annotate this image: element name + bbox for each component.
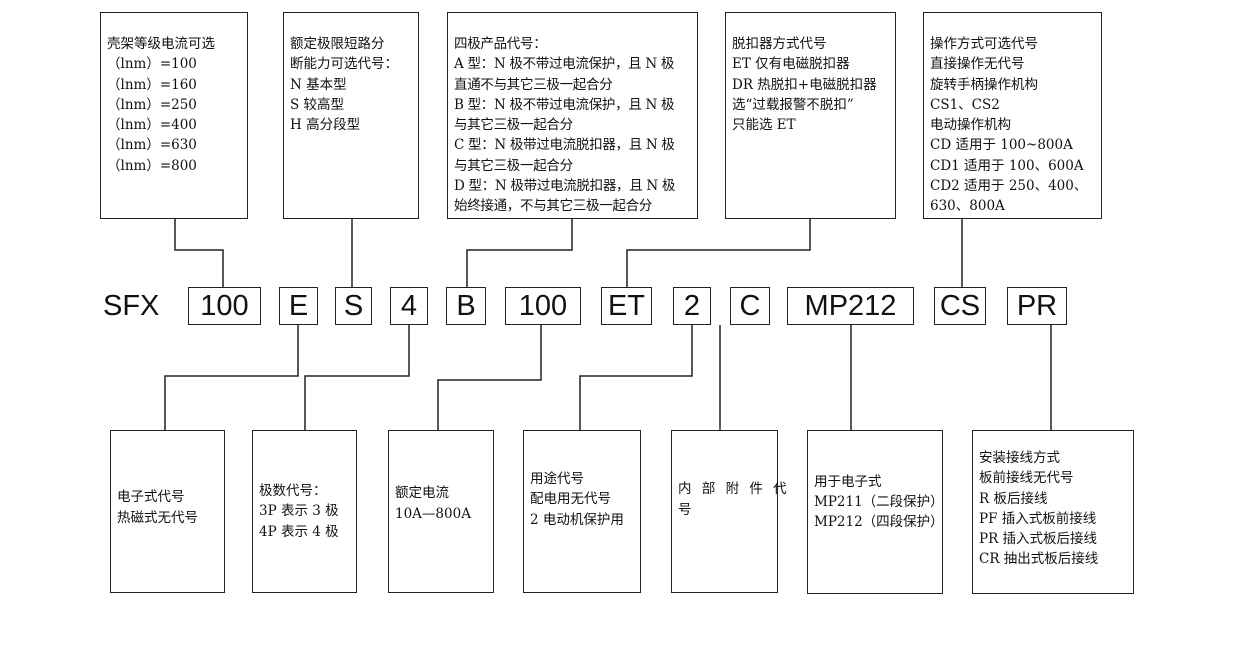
box-line: DR 热脱扣+电磁脱扣器 — [732, 76, 877, 93]
model-prefix: SFX — [103, 290, 160, 322]
poles-box: 极数代号： 3P 表示 3 极 4P 表示 4 极 — [252, 430, 357, 593]
box-line: N 基本型 — [290, 76, 347, 93]
box-line: 配电用无代号 — [530, 491, 611, 508]
code-poles: 4 — [390, 287, 428, 325]
box-line: S 较高型 — [290, 96, 345, 113]
box-line: 直接操作无代号 — [930, 56, 1025, 73]
box-line: 4P 表示 4 极 — [259, 523, 339, 540]
box-line: （lnm）=160 — [107, 76, 197, 93]
box-line: PR 插入式板后接线 — [979, 531, 1098, 548]
frame-current-box: 壳架等级电流可选 （lnm）=100 （lnm）=160 （lnm）=250 （… — [100, 12, 248, 219]
connector-rated-current — [437, 325, 542, 430]
install-box: 安装接线方式 板前接线无代号 R 板后接线 PF 插入式板前接线 PR 插入式板… — [972, 430, 1134, 594]
box-line: R 板后接线 — [979, 490, 1048, 507]
box-line: ET 仅有电磁脱扣器 — [732, 56, 850, 73]
box-line: 选“过载报警不脱扣” — [732, 96, 854, 113]
electronic-box: 电子式代号 热磁式无代号 — [110, 430, 225, 593]
code-operation: CS — [934, 287, 986, 325]
code-usage: 2 — [673, 287, 711, 325]
operation-box: 操作方式可选代号 直接操作无代号 旋转手柄操作机构 CS1、CS2 电动操作机构… — [923, 12, 1102, 219]
connector-electronic — [164, 325, 299, 430]
code-accessory: C — [730, 287, 770, 325]
box-line: 2 电动机保护用 — [530, 511, 624, 528]
box-line: PF 插入式板前接线 — [979, 510, 1097, 527]
box-line: 始终接通，不与其它三极一起合分 — [454, 198, 652, 215]
code-frame-current: 100 — [188, 287, 261, 325]
box-line: C 型：N 极带过电流脱扣器，且 N 极 — [454, 137, 675, 154]
box-line: 与其它三极一起合分 — [454, 157, 573, 174]
box-line: MP212（四段保护） — [814, 514, 944, 531]
usage-box: 用途代号 配电用无代号 2 电动机保护用 — [523, 430, 641, 593]
box-line: CD 适用于 100~800A — [930, 137, 1073, 154]
box-line: 壳架等级电流可选 — [107, 36, 215, 52]
connector-poles — [304, 325, 410, 430]
trip-type-box: 脱扣器方式代号 ET 仅有电磁脱扣器 DR 热脱扣+电磁脱扣器 选“过载报警不脱… — [725, 12, 896, 219]
code-electronic: E — [279, 287, 318, 325]
four-pole-type-box: 四极产品代号： A 型：N 极不带过电流保护，且 N 极 直通不与其它三极一起合… — [447, 12, 698, 219]
box-line: 10A—800A — [395, 505, 471, 522]
box-line: （lnm）=400 — [107, 117, 197, 134]
box-line: D 型：N 极带过电流脱扣器，且 N 极 — [454, 178, 676, 195]
box-line: 四极产品代号： — [454, 36, 547, 52]
box-line: A 型：N 极不带过电流保护，且 N 极 — [454, 56, 675, 73]
accessory-box: 内 部 附 件 代 号 — [671, 430, 790, 593]
box-line: CD1 适用于 100、600A — [930, 157, 1084, 174]
box-line: 旋转手柄操作机构 — [930, 76, 1038, 93]
code-breaking-capacity: S — [335, 287, 372, 325]
box-line: CS1、CS2 — [930, 96, 1000, 113]
box-line: H 高分段型 — [290, 117, 361, 134]
code-trip-type: ET — [601, 287, 652, 325]
box-line: 操作方式可选代号 — [930, 36, 1038, 52]
box-line: 用于电子式 — [814, 473, 882, 490]
box-line: 630、800A — [930, 198, 1005, 215]
box-line: 内 部 附 件 代 — [678, 481, 790, 498]
rated-current-box: 额定电流 10A—800A — [388, 430, 494, 593]
box-line: 热磁式无代号 — [117, 509, 198, 526]
code-install: PR — [1007, 287, 1067, 325]
box-line: CR 抽出式板后接线 — [979, 551, 1099, 568]
box-line: 与其它三极一起合分 — [454, 117, 573, 134]
connector-frame-current — [174, 218, 224, 287]
code-rated-current: 100 — [505, 287, 581, 325]
box-line: 号 — [678, 501, 695, 518]
breaking-capacity-box: 额定极限短路分 断能力可选代号： N 基本型 S 较高型 H 高分段型 — [283, 12, 419, 219]
box-line: （lnm）=800 — [107, 157, 197, 174]
box-line: 脱扣器方式代号 — [732, 36, 827, 52]
box-line: （lnm）=250 — [107, 96, 197, 113]
connector-trip-type — [626, 218, 811, 287]
box-line: 3P 表示 3 极 — [259, 503, 339, 520]
box-line: 电动操作机构 — [930, 117, 1011, 134]
box-line: 断能力可选代号： — [290, 56, 398, 73]
box-line: 直通不与其它三极一起合分 — [454, 76, 613, 93]
box-line: B 型：N 极不带过电流保护，且 N 极 — [454, 96, 675, 113]
box-line: MP211（二段保护） — [814, 493, 944, 510]
code-four-pole-type: B — [446, 287, 486, 325]
box-line: 板前接线无代号 — [979, 470, 1074, 487]
box-line: CD2 适用于 250、400、 — [930, 178, 1088, 195]
box-line: 电子式代号 — [117, 489, 185, 506]
box-line: （lnm）=630 — [107, 137, 197, 154]
box-line: 额定电流 — [395, 485, 449, 502]
connector-four-pole-type — [466, 218, 573, 287]
box-line: 用途代号 — [530, 471, 584, 488]
box-line: （lnm）=100 — [107, 56, 197, 73]
connector-usage — [579, 325, 693, 430]
box-line: 极数代号： — [259, 483, 327, 500]
box-line: 额定极限短路分 — [290, 36, 385, 52]
code-mp: MP212 — [787, 287, 914, 325]
mp-box: 用于电子式 MP211（二段保护） MP212（四段保护） — [807, 430, 944, 594]
box-line: 只能选 ET — [732, 117, 796, 134]
box-line: 安装接线方式 — [979, 450, 1060, 466]
